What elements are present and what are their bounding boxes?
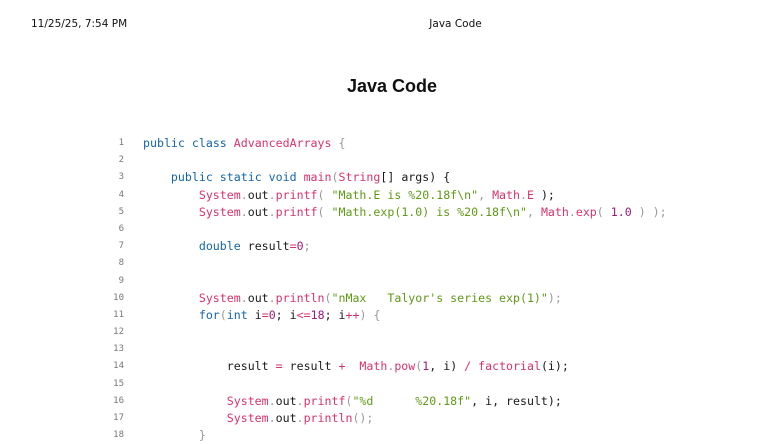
code-block: 1 public class AdvancedArrays { 2 3 publi… — [100, 135, 667, 444]
code-line: 11 for(int i=0; i<=18; i++) { — [100, 307, 667, 324]
line-number: 16 — [113, 395, 124, 406]
code-text: System.out.printf( "Math.exp(1.0) is %20… — [198, 204, 667, 219]
code-text: for(int i=0; i<=18; i++) { — [198, 307, 381, 322]
code-line: 4 System.out.printf( "Math.E is %20.18f\… — [100, 187, 667, 204]
code-text: public class AdvancedArrays { — [143, 136, 346, 150]
line-number: 5 — [118, 206, 124, 217]
code-text: System.out.println("nMax Talyor's series… — [198, 290, 562, 305]
code-line: 17 System.out.println(); — [100, 410, 667, 427]
code-line: 18 } — [100, 427, 667, 444]
code-text: System.out.printf("%d %20.18f", i, resul… — [226, 393, 562, 408]
line-number: 11 — [113, 309, 124, 320]
code-line: 12 — [100, 324, 667, 341]
line-number: 7 — [118, 241, 124, 252]
line-number: 18 — [113, 430, 124, 441]
code-line: 8 — [100, 255, 667, 272]
line-number: 15 — [113, 378, 124, 389]
line-number: 14 — [113, 361, 124, 372]
code-line: 14 result = result + Math.pow(1, i) / fa… — [100, 358, 667, 375]
line-number: 4 — [118, 189, 124, 200]
line-number: 6 — [118, 223, 124, 234]
line-number: 1 — [118, 138, 124, 148]
code-line: 1 public class AdvancedArrays { — [100, 135, 667, 152]
line-number: 3 — [118, 172, 124, 183]
code-line: 10 System.out.println("nMax Talyor's ser… — [100, 290, 667, 307]
print-page-title: Java Code — [429, 18, 482, 30]
line-number: 2 — [118, 155, 124, 166]
print-date: 11/25/25, 7:54 PM — [31, 18, 128, 30]
code-line: 16 System.out.printf("%d %20.18f", i, re… — [100, 393, 667, 410]
line-number: 9 — [118, 275, 124, 286]
code-text: public static void main(String[] args) { — [170, 170, 451, 185]
code-line: 5 System.out.printf( "Math.exp(1.0) is %… — [100, 204, 667, 221]
line-number: 13 — [113, 344, 124, 355]
code-line: 2 — [100, 152, 667, 169]
code-line: 15 — [100, 376, 667, 393]
code-text: System.out.printf( "Math.E is %20.18f\n"… — [198, 187, 555, 202]
code-line: 3 public static void main(String[] args)… — [100, 169, 667, 186]
document-title: Java Code — [346, 76, 438, 96]
code-text: result = result + Math.pow(1, i) / facto… — [226, 359, 569, 374]
code-line: 6 — [100, 221, 667, 238]
print-header: 11/25/25, 7:54 PM Java Code — [0, 18, 784, 34]
code-text: System.out.println(); — [226, 411, 374, 425]
line-number: 10 — [113, 292, 124, 303]
code-text: } — [198, 428, 206, 443]
code-line: 13 — [100, 341, 667, 358]
line-number: 17 — [113, 413, 124, 423]
code-line: 9 — [100, 273, 667, 290]
code-text: double result=0; — [198, 239, 311, 254]
line-number: 12 — [113, 327, 124, 338]
code-line: 7 double result=0; — [100, 238, 667, 255]
line-number: 8 — [118, 258, 124, 269]
